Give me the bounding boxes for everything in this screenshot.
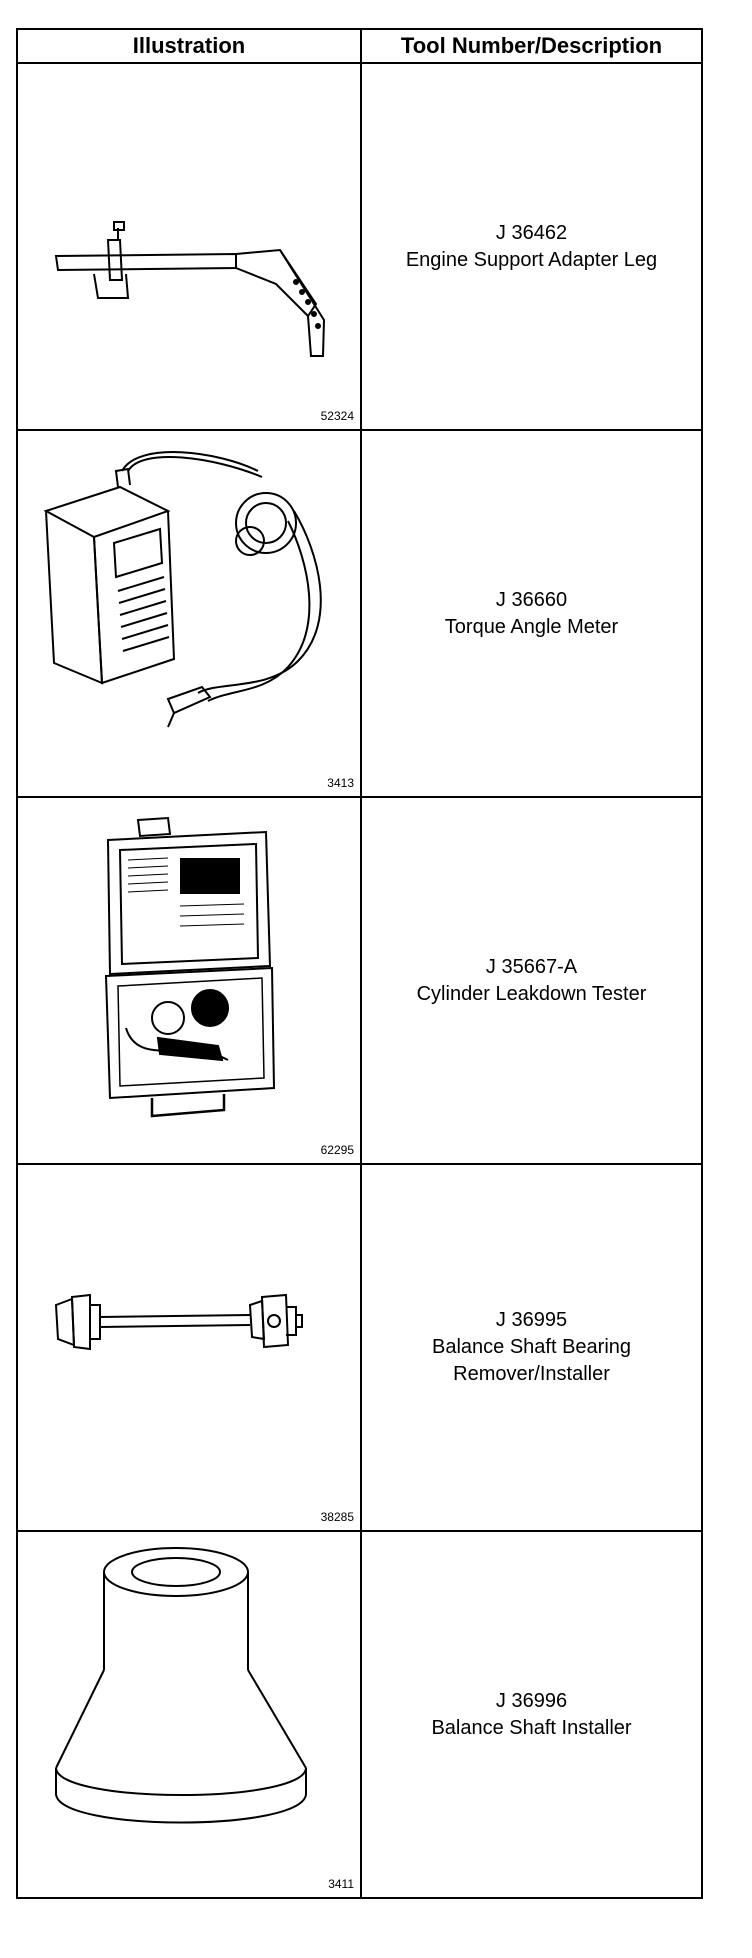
tool-description: Balance Shaft Bearing — [431, 1336, 632, 1358]
tool-description: Engine Support Adapter Leg — [405, 248, 658, 271]
description-cell: J 36996 Balance Shaft Installer — [360, 1530, 703, 1899]
illustration-cell: 3411 — [16, 1530, 362, 1899]
figure-number: 38285 — [320, 1510, 354, 1524]
description-column-header: Tool Number/Description — [360, 28, 703, 64]
special-tools-table: Illustration Tool Number/Description — [16, 28, 703, 1899]
figure-number: 62295 — [320, 1143, 354, 1157]
illustration-cell: 52324 — [16, 62, 362, 431]
description-cell: J 36660 Torque Angle Meter — [360, 429, 703, 798]
tool-number: J 36660 — [495, 588, 568, 611]
tool-number: J 36462 — [495, 221, 568, 244]
description-cell: J 36995 Balance Shaft Bearing Remover/In… — [360, 1163, 703, 1532]
tool-description: Cylinder Leakdown Tester — [416, 982, 647, 1005]
tool-number: J 36996 — [495, 1689, 568, 1712]
table-row: 3413 J 36660 Torque Angle Meter — [16, 429, 703, 798]
table-row: 62295 J 35667-A Cylinder Leakdown Tester — [16, 796, 703, 1165]
balance-shaft-installer-illustration — [55, 1547, 307, 1824]
tool-description: Torque Angle Meter — [444, 615, 619, 638]
illustration-cell: 62295 — [16, 796, 362, 1165]
table-row: 38285 J 36995 Balance Shaft Bearing Remo… — [16, 1163, 703, 1532]
description-cell: J 35667-A Cylinder Leakdown Tester — [360, 796, 703, 1165]
cylinder-leakdown-tester-illustration — [104, 816, 276, 1118]
tool-description: Balance Shaft Installer — [431, 1716, 632, 1739]
tool-number: J 36995 — [495, 1309, 568, 1331]
description-cell: J 36462 Engine Support Adapter Leg — [360, 62, 703, 431]
table-header-row: Illustration Tool Number/Description — [16, 28, 703, 64]
figure-number: 3413 — [327, 776, 354, 790]
torque-angle-meter-illustration — [43, 451, 322, 728]
illustration-cell: 38285 — [16, 1163, 362, 1532]
engine-support-adapter-leg-illustration — [54, 221, 326, 357]
illustration-column-header: Illustration — [16, 28, 362, 64]
tool-description: Remover/Installer — [453, 1363, 610, 1385]
figure-number: 3411 — [328, 1877, 354, 1891]
table-row: 3411 J 36996 Balance Shaft Installer — [16, 1530, 703, 1899]
balance-shaft-bearing-tool-illustration — [54, 1293, 303, 1351]
figure-number: 52324 — [320, 409, 354, 423]
table-row: 52324 J 36462 Engine Support Adapter Leg — [16, 62, 703, 431]
illustration-cell: 3413 — [16, 429, 362, 798]
tool-number: J 35667-A — [485, 955, 578, 978]
